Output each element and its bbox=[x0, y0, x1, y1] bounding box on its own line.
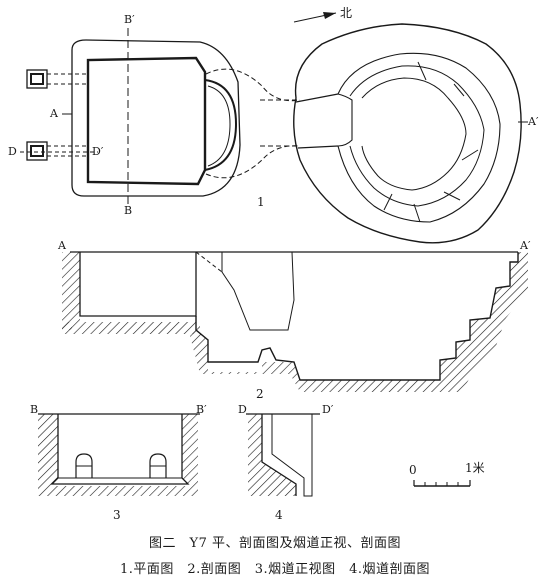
flue-square-upper bbox=[26, 69, 48, 89]
figure-number-3: 3 bbox=[113, 508, 121, 522]
figure-number-2: 2 bbox=[256, 387, 264, 401]
section-label-b: B bbox=[30, 403, 39, 416]
section-label-d: D bbox=[238, 403, 247, 416]
scale-label-one-meter: 1米 bbox=[465, 461, 485, 475]
flue-square-lower bbox=[26, 141, 48, 161]
firebox-outline bbox=[204, 79, 238, 171]
plan-label-a-prime: A′ bbox=[528, 115, 539, 128]
section-label-b-prime: B′ bbox=[196, 403, 207, 416]
section-label-d-prime: D′ bbox=[322, 403, 334, 416]
north-label: 北 bbox=[340, 6, 353, 20]
figure-caption-title: 图二 Y7 平、剖面图及烟道正视、剖面图 bbox=[149, 536, 401, 551]
chamber-outer-wall bbox=[71, 39, 241, 197]
plan-label-a: A bbox=[50, 107, 58, 120]
plan-label-d: D bbox=[8, 145, 17, 158]
figure-number-1: 1 bbox=[257, 195, 265, 209]
plan-label-d-prime: D′ bbox=[92, 145, 104, 158]
plan-label-b-prime: B′ bbox=[124, 13, 135, 26]
figure-caption-subtitle: 1.平面图 2.剖面图 3.烟道正视图 4.烟道剖面图 bbox=[119, 562, 431, 577]
plan-view bbox=[20, 12, 528, 244]
section-label-a-prime: A′ bbox=[520, 239, 531, 252]
flue-front-view bbox=[38, 413, 200, 496]
chamber-inner-wall bbox=[86, 56, 207, 186]
rear-chamber-outer bbox=[293, 23, 522, 244]
figure-number-4: 4 bbox=[275, 508, 283, 522]
scale-bar bbox=[413, 480, 471, 487]
section-a bbox=[62, 251, 528, 392]
flue-section-view bbox=[246, 413, 320, 497]
scale-label-zero: 0 bbox=[409, 463, 417, 477]
north-arrow-icon bbox=[293, 12, 337, 23]
section-label-a: A bbox=[58, 239, 66, 252]
plan-label-b: B bbox=[124, 204, 133, 217]
